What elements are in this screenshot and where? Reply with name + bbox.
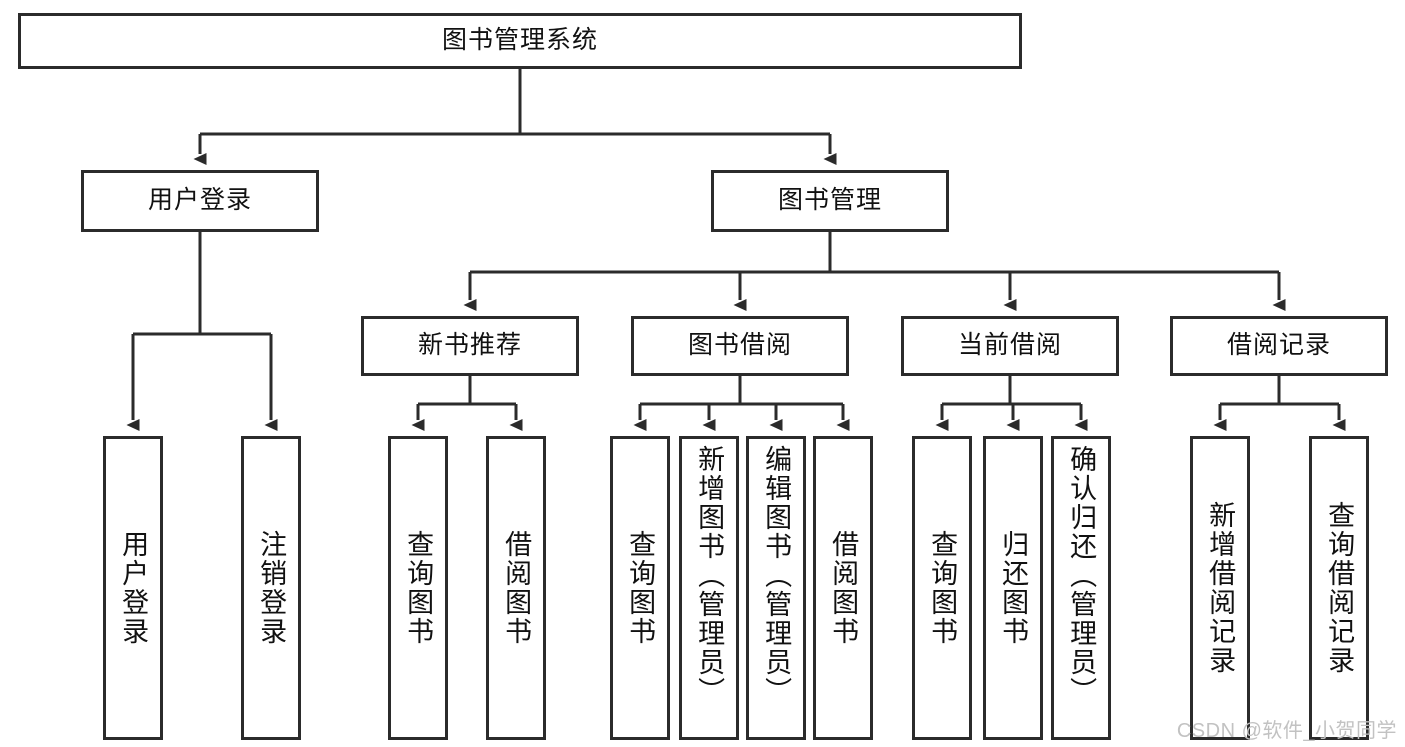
node-new-book-rec[interactable]: 新书推荐	[361, 316, 579, 376]
node-leaf-borrow-book-b-label: 借阅图书	[828, 530, 859, 646]
node-leaf-edit-book-label: 编辑图书（管理员）	[761, 445, 792, 706]
node-book-manage[interactable]: 图书管理	[711, 170, 949, 232]
node-leaf-edit-book[interactable]: 编辑图书（管理员）	[746, 436, 806, 740]
node-leaf-logout[interactable]: 注销登录	[241, 436, 301, 740]
node-leaf-borrow-book-b[interactable]: 借阅图书	[813, 436, 873, 740]
node-leaf-borrow-book-rec-label: 借阅图书	[501, 530, 532, 646]
node-leaf-add-record[interactable]: 新增借阅记录	[1190, 436, 1250, 740]
node-borrow-record[interactable]: 借阅记录	[1170, 316, 1388, 376]
node-leaf-return-book[interactable]: 归还图书	[983, 436, 1043, 740]
node-leaf-add-record-label: 新增借阅记录	[1205, 501, 1236, 675]
node-leaf-query-book-c[interactable]: 查询图书	[912, 436, 972, 740]
node-leaf-confirm-return-label: 确认归还（管理员）	[1066, 445, 1097, 706]
node-leaf-query-book-rec-label: 查询图书	[403, 530, 434, 646]
node-leaf-query-book-rec[interactable]: 查询图书	[388, 436, 448, 740]
node-leaf-query-book-c-label: 查询图书	[927, 530, 958, 646]
node-user-login[interactable]: 用户登录	[81, 170, 319, 232]
node-user-login-label: 用户登录	[147, 186, 252, 215]
node-leaf-query-record-label: 查询借阅记录	[1324, 501, 1355, 675]
node-leaf-add-book[interactable]: 新增图书（管理员）	[679, 436, 739, 740]
node-leaf-query-book-b[interactable]: 查询图书	[610, 436, 670, 740]
node-book-borrow-label: 图书借阅	[687, 331, 792, 360]
node-leaf-query-book-b-label: 查询图书	[625, 530, 656, 646]
node-current-borrow[interactable]: 当前借阅	[901, 316, 1119, 376]
node-root-label: 图书管理系统	[441, 26, 598, 55]
node-leaf-return-book-label: 归还图书	[998, 530, 1029, 646]
node-leaf-user-login[interactable]: 用户登录	[103, 436, 163, 740]
node-new-book-rec-label: 新书推荐	[417, 331, 522, 360]
node-leaf-borrow-book-rec[interactable]: 借阅图书	[486, 436, 546, 740]
watermark-text: CSDN @软件_小贺同学	[1176, 720, 1397, 742]
node-leaf-user-login-label: 用户登录	[118, 530, 149, 646]
node-leaf-confirm-return[interactable]: 确认归还（管理员）	[1051, 436, 1111, 740]
node-root[interactable]: 图书管理系统	[18, 13, 1022, 69]
node-leaf-add-book-label: 新增图书（管理员）	[694, 445, 725, 706]
node-book-borrow[interactable]: 图书借阅	[631, 316, 849, 376]
node-leaf-query-record[interactable]: 查询借阅记录	[1309, 436, 1369, 740]
node-leaf-logout-label: 注销登录	[256, 530, 287, 646]
node-borrow-record-label: 借阅记录	[1226, 331, 1331, 360]
node-book-manage-label: 图书管理	[777, 186, 882, 215]
node-current-borrow-label: 当前借阅	[957, 331, 1062, 360]
